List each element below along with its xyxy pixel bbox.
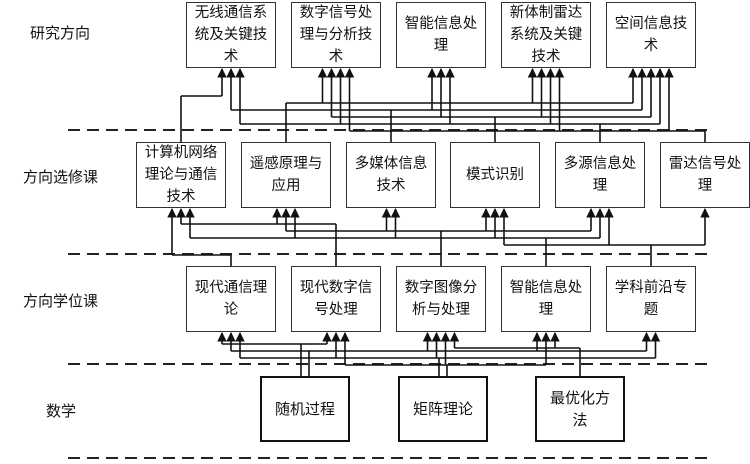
research-node: 无线通信系统及关键技术 xyxy=(186,2,276,68)
degree-node: 智能信息处理 xyxy=(501,266,591,332)
elective-node: 计算机网络理论与通信技术 xyxy=(136,142,226,208)
research-node: 数字信号处理与分析技术 xyxy=(291,2,381,68)
elective-node: 雷达信号处理 xyxy=(660,142,750,208)
elective-node: 模式识别 xyxy=(450,142,540,208)
connector xyxy=(281,208,596,266)
connector xyxy=(185,208,605,266)
elective-node: 多源信息处理 xyxy=(555,142,645,208)
connector xyxy=(499,208,710,266)
research-node: 智能信息处理 xyxy=(396,2,486,68)
degree-node: 学科前沿专题 xyxy=(606,266,696,332)
research-node: 空间信息技术 xyxy=(606,2,696,68)
elective-node: 多媒体信息技术 xyxy=(346,142,436,208)
degree-node: 现代通信理论 xyxy=(186,266,276,332)
math-node: 矩阵理论 xyxy=(398,376,488,442)
connector xyxy=(344,68,706,142)
connector xyxy=(217,332,332,376)
research-node: 新体制雷达系统及关键技术 xyxy=(501,2,591,68)
math-node: 随机过程 xyxy=(260,376,350,442)
row-dividers xyxy=(68,129,712,459)
connector xyxy=(226,332,652,376)
connector xyxy=(180,68,227,142)
degree-node: 数字图像分析与处理 xyxy=(396,266,486,332)
row-label-degree: 方向学位课 xyxy=(23,292,99,310)
elective-node: 遥感原理与应用 xyxy=(241,142,331,208)
row-label-math: 数学 xyxy=(46,402,77,420)
degree-node: 现代数字信号处理 xyxy=(291,266,381,332)
connector xyxy=(167,208,232,266)
connector xyxy=(449,332,581,376)
row-label-research: 研究方向 xyxy=(30,24,91,42)
connector xyxy=(340,332,551,376)
math-node: 最优化方法 xyxy=(535,376,625,442)
connector xyxy=(326,68,656,142)
connector xyxy=(235,68,665,142)
connector-lines xyxy=(167,68,710,376)
connector xyxy=(226,68,647,142)
connector xyxy=(235,332,661,376)
row-label-elective: 方向选修课 xyxy=(23,168,99,186)
